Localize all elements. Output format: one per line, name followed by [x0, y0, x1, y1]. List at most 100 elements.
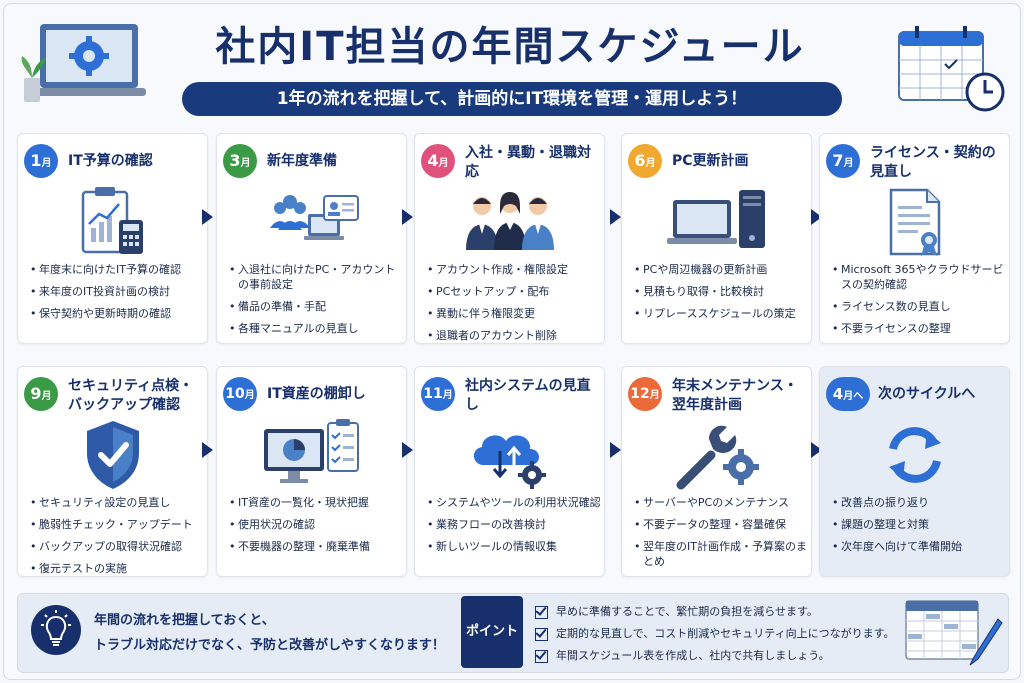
card-title: 新年度準備 — [267, 152, 337, 169]
task-list: 年度末に向けたIT予算の確認 来年度のIT投資計画の検討 保守契約や更新時期の確… — [30, 262, 205, 328]
card-september: 9月 セキュリティ点検・バックアップ確認 セキュリティ設定の見直し 脆弱性チェッ… — [17, 366, 208, 577]
point-text: 定期的な見直しで、コスト削減やセキュリティ向上につながります。 — [556, 627, 895, 640]
month-badge: 12月 — [628, 377, 662, 411]
card-title: 次のサイクルへ — [878, 385, 976, 402]
card-title: IT予算の確認 — [68, 152, 153, 169]
task-item: リプレーススケジュールの策定 — [634, 306, 809, 321]
card-december: 12月 年末メンテナンス・翌年度計画 サーバーやPCのメンテナンス 不要データの… — [621, 366, 812, 577]
task-item: IT資産の一覧化・現状把握 — [229, 495, 404, 510]
task-item: 異動に伴う権限変更 — [427, 306, 602, 321]
card-november: 11月 社内システムの見直し システムやツールの利用状況確認 業務フローの改善検… — [414, 366, 605, 577]
month-badge: 3月 — [223, 144, 257, 178]
card-title: 社内システムの見直し — [465, 378, 591, 413]
card-july: 7月 ライセンス・契約の見直し Microsoft 365やクラウドサービスの契… — [819, 133, 1010, 344]
month-badge: 9月 — [24, 377, 58, 411]
task-list: システムやツールの利用状況確認 業務フローの改善検討 新しいツールの情報収集 — [427, 495, 602, 561]
task-item: 年度末に向けたIT予算の確認 — [30, 262, 205, 277]
task-item: 使用状況の確認 — [229, 517, 404, 532]
flow-arrow-icon — [202, 442, 213, 458]
task-item: セキュリティ設定の見直し — [30, 495, 205, 510]
point-item: 早めに準備することで、繁忙期の負担を減らせます。 — [535, 601, 905, 623]
card-october: 10月 IT資産の棚卸し IT資産の一覧化・現状把握 使用状況の確認 不要機器の… — [216, 366, 407, 577]
task-item: 各種マニュアルの見直し — [229, 321, 404, 336]
checkbox-icon — [535, 649, 548, 663]
task-item: 課題の整理と対策 — [832, 517, 1007, 532]
flow-arrow-icon — [202, 209, 213, 225]
card-title: 入社・異動・退職対応 — [465, 145, 591, 180]
month-badge: 4月へ — [826, 377, 870, 411]
task-item: 復元テストの実施 — [30, 561, 205, 576]
task-item: Microsoft 365やクラウドサービスの契約確認 — [832, 262, 1007, 292]
card-april: 4月 入社・異動・退職対応 アカウント作成・権限設定 PCセットアップ・配布 異… — [414, 133, 605, 344]
footer-message-line: トラブル対応だけでなく、予防と改善がしやすくなります！ — [94, 638, 445, 653]
task-item: 来年度のIT投資計画の検討 — [30, 284, 205, 299]
card-title: IT資産の棚卸し — [267, 385, 366, 402]
flow-arrow-icon — [811, 442, 822, 458]
task-item: 保守契約や更新時期の確認 — [30, 306, 205, 321]
task-item: 入退社に向けたPC・アカウントの事前設定 — [229, 262, 404, 292]
task-item: ライセンス数の見直し — [832, 299, 1007, 314]
card-title: セキュリティ点検・バックアップ確認 — [68, 378, 194, 413]
task-item: PCや周辺機器の更新計画 — [634, 262, 809, 277]
task-item: 業務フローの改善検討 — [427, 517, 602, 532]
people-laptop-id-card-icon — [270, 195, 359, 240]
point-label: ポイント — [461, 596, 523, 668]
card-title: 年末メンテナンス・翌年度計画 — [672, 378, 798, 413]
certificate-document-icon — [889, 188, 941, 256]
month-badge: 1月 — [24, 144, 58, 178]
month-badge: 11月 — [421, 377, 455, 411]
calendar-clock-icon — [898, 26, 1005, 112]
month-badge: 10月 — [223, 377, 257, 411]
task-item: 改善点の振り返り — [832, 495, 1007, 510]
point-item: 定期的な見直しで、コスト削減やセキュリティ向上につながります。 — [535, 623, 905, 645]
monitor-chart-checklist-icon — [264, 419, 359, 483]
task-item: バックアップの取得状況確認 — [30, 539, 205, 554]
card-june: 6月 PC更新計画 PCや周辺機器の更新計画 見積もり取得・比較検討 リプレース… — [621, 133, 812, 344]
task-item: 退職者のアカウント削除 — [427, 328, 602, 343]
card-january: 1月 IT予算の確認 年度末に向けたIT予算の確認 来年度のIT投資計画の検討 … — [17, 133, 208, 344]
month-badge: 7月 — [826, 144, 860, 178]
task-item: サーバーやPCのメンテナンス — [634, 495, 809, 510]
task-list: アカウント作成・権限設定 PCセットアップ・配布 異動に伴う権限変更 退職者のア… — [427, 262, 602, 350]
lightbulb-icon — [31, 605, 81, 655]
card-next-cycle: 4月へ 次のサイクルへ 改善点の振り返り 課題の整理と対策 次年度へ向けて準備開… — [819, 366, 1010, 577]
checkbox-icon — [535, 605, 548, 619]
security-shield-check-icon — [87, 421, 139, 489]
task-list: サーバーやPCのメンテナンス 不要データの整理・容量確保 翌年度のIT計画作成・… — [634, 495, 809, 576]
month-badge: 6月 — [628, 144, 662, 178]
flow-arrow-icon — [811, 209, 822, 225]
task-list: セキュリティ設定の見直し 脆弱性チェック・アップデート バックアップの取得状況確… — [30, 495, 205, 583]
point-text: 早めに準備することで、繁忙期の負担を減らせます。 — [556, 605, 818, 618]
point-list: 早めに準備することで、繁忙期の負担を減らせます。 定期的な見直しで、コスト削減や… — [535, 601, 905, 667]
three-employees-icon — [466, 192, 554, 250]
task-item: 翌年度のIT計画作成・予算案のまとめ — [634, 539, 809, 569]
task-item: PCセットアップ・配布 — [427, 284, 602, 299]
month-badge: 4月 — [421, 144, 455, 178]
task-list: Microsoft 365やクラウドサービスの契約確認 ライセンス数の見直し 不… — [832, 262, 1007, 343]
card-title: ライセンス・契約の見直し — [870, 145, 996, 180]
page-title: 社内IT担当の年間スケジュール — [215, 24, 805, 70]
flow-arrow-icon — [610, 209, 621, 225]
card-title: PC更新計画 — [672, 152, 749, 169]
card-march: 3月 新年度準備 入退社に向けたPC・アカウントの事前設定 備品の準備・手配 各… — [216, 133, 407, 344]
cycle-arrows-icon — [889, 427, 941, 483]
task-item: 不要データの整理・容量確保 — [634, 517, 809, 532]
task-item: 不要ライセンスの整理 — [832, 321, 1007, 336]
flow-arrow-icon — [610, 442, 621, 458]
task-item: 脆弱性チェック・アップデート — [30, 517, 205, 532]
laptop-gear-icon — [21, 24, 146, 102]
task-list: PCや周辺機器の更新計画 見積もり取得・比較検討 リプレーススケジュールの策定 — [634, 262, 809, 328]
flow-arrow-icon — [402, 209, 413, 225]
point-item: 年間スケジュール表を作成し、社内で共有しましょう。 — [535, 645, 905, 667]
task-item: 不要機器の整理・廃棄準備 — [229, 539, 404, 554]
page-subtitle: 1年の流れを把握して、計画的にIT環境を管理・運用しよう！ — [182, 82, 842, 116]
point-text: 年間スケジュール表を作成し、社内で共有しましょう。 — [556, 649, 830, 662]
checkbox-icon — [535, 627, 548, 641]
footer-tips: 年間の流れを把握しておくと、 トラブル対応だけでなく、予防と改善がしやすくなりま… — [17, 593, 1009, 673]
task-list: 入退社に向けたPC・アカウントの事前設定 備品の準備・手配 各種マニュアルの見直… — [229, 262, 404, 343]
laptop-desktop-tower-icon — [667, 190, 765, 248]
footer-message: 年間の流れを把握しておくと、 トラブル対応だけでなく、予防と改善がしやすくなりま… — [94, 608, 454, 658]
flow-arrow-icon — [402, 442, 413, 458]
clipboard-chart-calculator-icon — [81, 187, 143, 254]
task-item: システムやツールの利用状況確認 — [427, 495, 602, 510]
